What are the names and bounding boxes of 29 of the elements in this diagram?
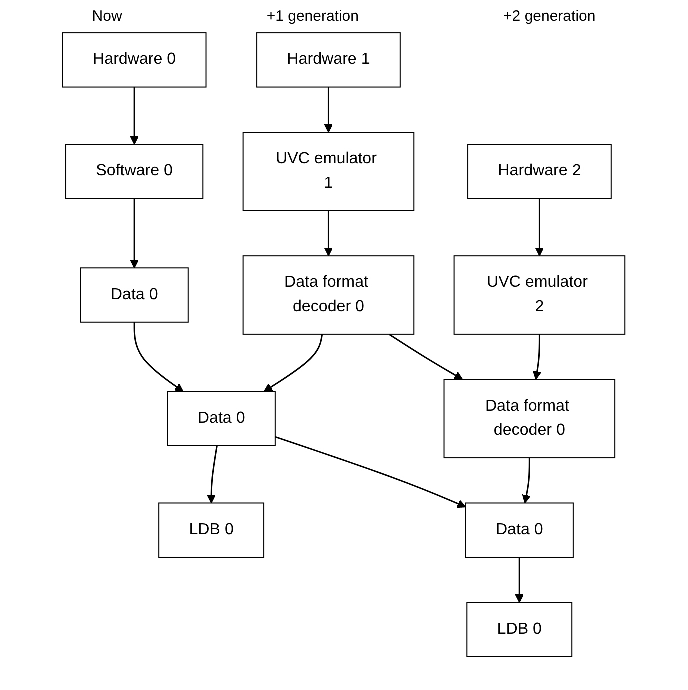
node-box: Data 0 — [465, 502, 574, 558]
arrow — [388, 334, 464, 380]
arrow — [207, 446, 218, 504]
node-box: UVC emulator 1 — [242, 132, 415, 212]
column-heading: +1 generation — [266, 8, 359, 25]
node-box: Data 0 — [167, 391, 276, 446]
node-box: Data format decoder 0 — [444, 379, 616, 459]
arrow — [324, 210, 334, 256]
node-box: LDB 0 — [466, 602, 573, 658]
node-box: Hardware 2 — [468, 144, 612, 200]
arrow — [535, 198, 544, 256]
node-box: Software 0 — [66, 144, 204, 200]
arrow — [275, 436, 466, 508]
arrow — [324, 87, 334, 133]
arrow — [134, 322, 184, 392]
node-box: Data 0 — [80, 268, 189, 323]
arrow — [515, 558, 524, 604]
node-box: Hardware 1 — [256, 32, 401, 88]
arrow — [130, 87, 139, 145]
node-box: Hardware 0 — [62, 32, 207, 88]
column-heading: Now — [92, 8, 122, 25]
node-box: LDB 0 — [158, 502, 265, 558]
arrow — [522, 458, 532, 504]
column-heading: +2 generation — [504, 8, 596, 25]
arrow — [130, 198, 139, 269]
node-box: UVC emulator 2 — [454, 256, 626, 335]
node-box: Data format decoder 0 — [242, 256, 415, 335]
arrow — [264, 334, 324, 392]
arrow — [532, 334, 542, 380]
